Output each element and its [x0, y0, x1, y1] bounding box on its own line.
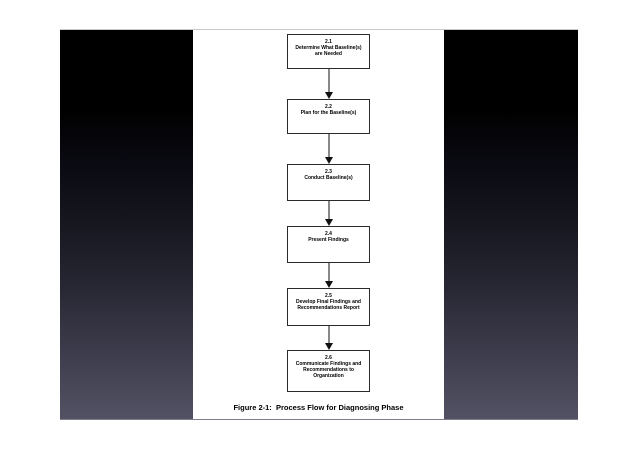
arrow-line — [328, 326, 329, 345]
flow-arrow — [324, 263, 333, 288]
arrow-line — [328, 201, 329, 221]
step-number: 2.5 — [325, 293, 332, 299]
arrowhead-down-icon — [324, 157, 333, 164]
step-label-line: Develop Final Findings and — [295, 299, 361, 305]
arrow-line — [328, 69, 329, 94]
flow-step-box-2-1: 2.1 Determine What Baseline(s) are Neede… — [287, 34, 370, 69]
document-page: 2.1 Determine What Baseline(s) are Neede… — [193, 30, 444, 419]
step-number: 2.4 — [325, 231, 332, 237]
step-label-line: Recommendations Report — [297, 305, 360, 311]
arrow-line — [328, 263, 329, 283]
flow-step-box-2-4: 2.4 Present Findings — [287, 226, 370, 263]
figure-caption: Figure 2-1: Process Flow for Diagnosing … — [233, 403, 404, 412]
flow-arrow — [324, 326, 333, 350]
arrowhead-down-icon — [324, 343, 333, 350]
step-label-line: Organization — [313, 373, 344, 379]
arrowhead-down-icon — [324, 281, 333, 288]
step-number: 2.1 — [325, 39, 332, 45]
step-number: 2.2 — [325, 104, 332, 110]
arrowhead-down-icon — [324, 219, 333, 226]
slide-background: 2.1 Determine What Baseline(s) are Neede… — [60, 29, 578, 420]
arrow-line — [328, 134, 329, 159]
flow-step-box-2-5: 2.5 Develop Final Findings and Recommend… — [287, 288, 370, 326]
flow-arrow — [324, 134, 333, 164]
step-label-line: Present Findings — [308, 237, 349, 243]
flow-arrow — [324, 201, 333, 226]
flow-step-box-2-3: 2.3 Conduct Baseline(s) — [287, 164, 370, 201]
step-label-line: Plan for the Baseline(s) — [300, 110, 357, 116]
step-label-line: Conduct Baseline(s) — [304, 175, 353, 181]
step-label-line: Communicate Findings and — [295, 361, 362, 367]
step-label-line: Determine What Baseline(s) — [295, 45, 362, 51]
step-label-line: Recommendations to — [303, 367, 354, 373]
flow-arrow — [324, 69, 333, 99]
step-number: 2.6 — [325, 355, 332, 361]
step-label-line: are Needed — [315, 51, 342, 57]
flow-step-box-2-6: 2.6 Communicate Findings and Recommendat… — [287, 350, 370, 392]
step-number: 2.3 — [325, 169, 332, 175]
flow-step-box-2-2: 2.2 Plan for the Baseline(s) — [287, 99, 370, 134]
arrowhead-down-icon — [324, 92, 333, 99]
